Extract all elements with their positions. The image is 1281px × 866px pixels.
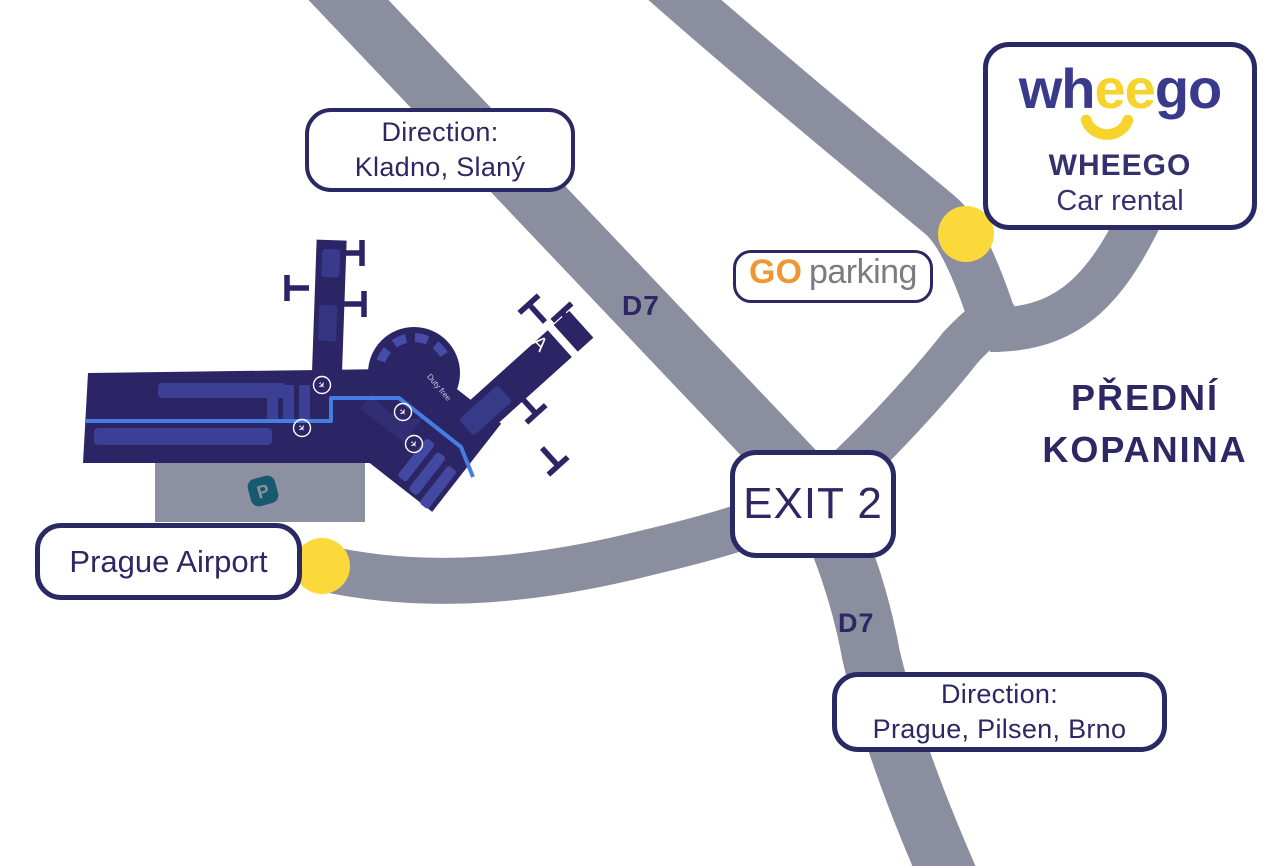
direction-north-line2: Kladno, Slaný <box>354 152 526 182</box>
airport-terminal-illustration: P A <box>83 239 594 522</box>
wheego-logo: wh ee go <box>1018 56 1222 120</box>
road-wheego-branch <box>989 208 1160 352</box>
terminal-pier-a <box>439 310 594 455</box>
direction-north-line1: Direction: <box>381 117 499 148</box>
wheego-subtitle: Car rental <box>1056 184 1184 217</box>
prague-airport-label: Prague Airport <box>69 543 268 579</box>
airport-location-dot <box>294 538 350 594</box>
exit-2-label: EXIT 2 <box>743 479 883 528</box>
wheego-name: WHEEGO <box>1048 148 1192 182</box>
wheego-logo-wh: wh <box>1018 56 1096 120</box>
terminal-north-pier <box>311 239 347 386</box>
direction-north-box: Direction: Kladno, Slaný <box>305 108 575 192</box>
go-parking-go: GO <box>749 253 802 291</box>
go-parking-box: GO parking <box>733 250 933 303</box>
direction-south-line1: Direction: <box>940 679 1059 710</box>
smile-icon <box>1080 114 1134 140</box>
area-label-predni-kopanina: PŘEDNÍ KOPANINA <box>1010 372 1280 476</box>
prague-airport-box: Prague Airport <box>35 523 302 600</box>
wheego-logo-ee: ee <box>1094 56 1156 120</box>
terminal-rotunda <box>368 327 460 419</box>
road-label-d7-south: D7 <box>838 608 875 638</box>
svg-text:P: P <box>255 480 272 502</box>
wheego-card: wh ee go WHEEGO Car rental <box>983 42 1257 230</box>
go-parking-parking: parking <box>808 253 918 291</box>
direction-south-box: Direction: Prague, Pilsen, Brno <box>832 672 1167 752</box>
rotunda-shops <box>376 333 452 363</box>
wheego-location-dot <box>938 206 994 262</box>
jetway-gates <box>284 240 581 477</box>
area-line-2: KOPANINA <box>1042 429 1248 471</box>
exit-2-box: EXIT 2 <box>730 450 896 558</box>
area-line-1: PŘEDNÍ <box>1070 377 1220 418</box>
parking-badge-icon: P <box>247 475 279 507</box>
wheego-logo-go: go <box>1154 56 1222 120</box>
road-label-d7-north: D7 <box>622 290 660 321</box>
terminal-walkway-line <box>86 396 475 478</box>
direction-south-line2: Prague, Pilsen, Brno <box>872 714 1127 744</box>
